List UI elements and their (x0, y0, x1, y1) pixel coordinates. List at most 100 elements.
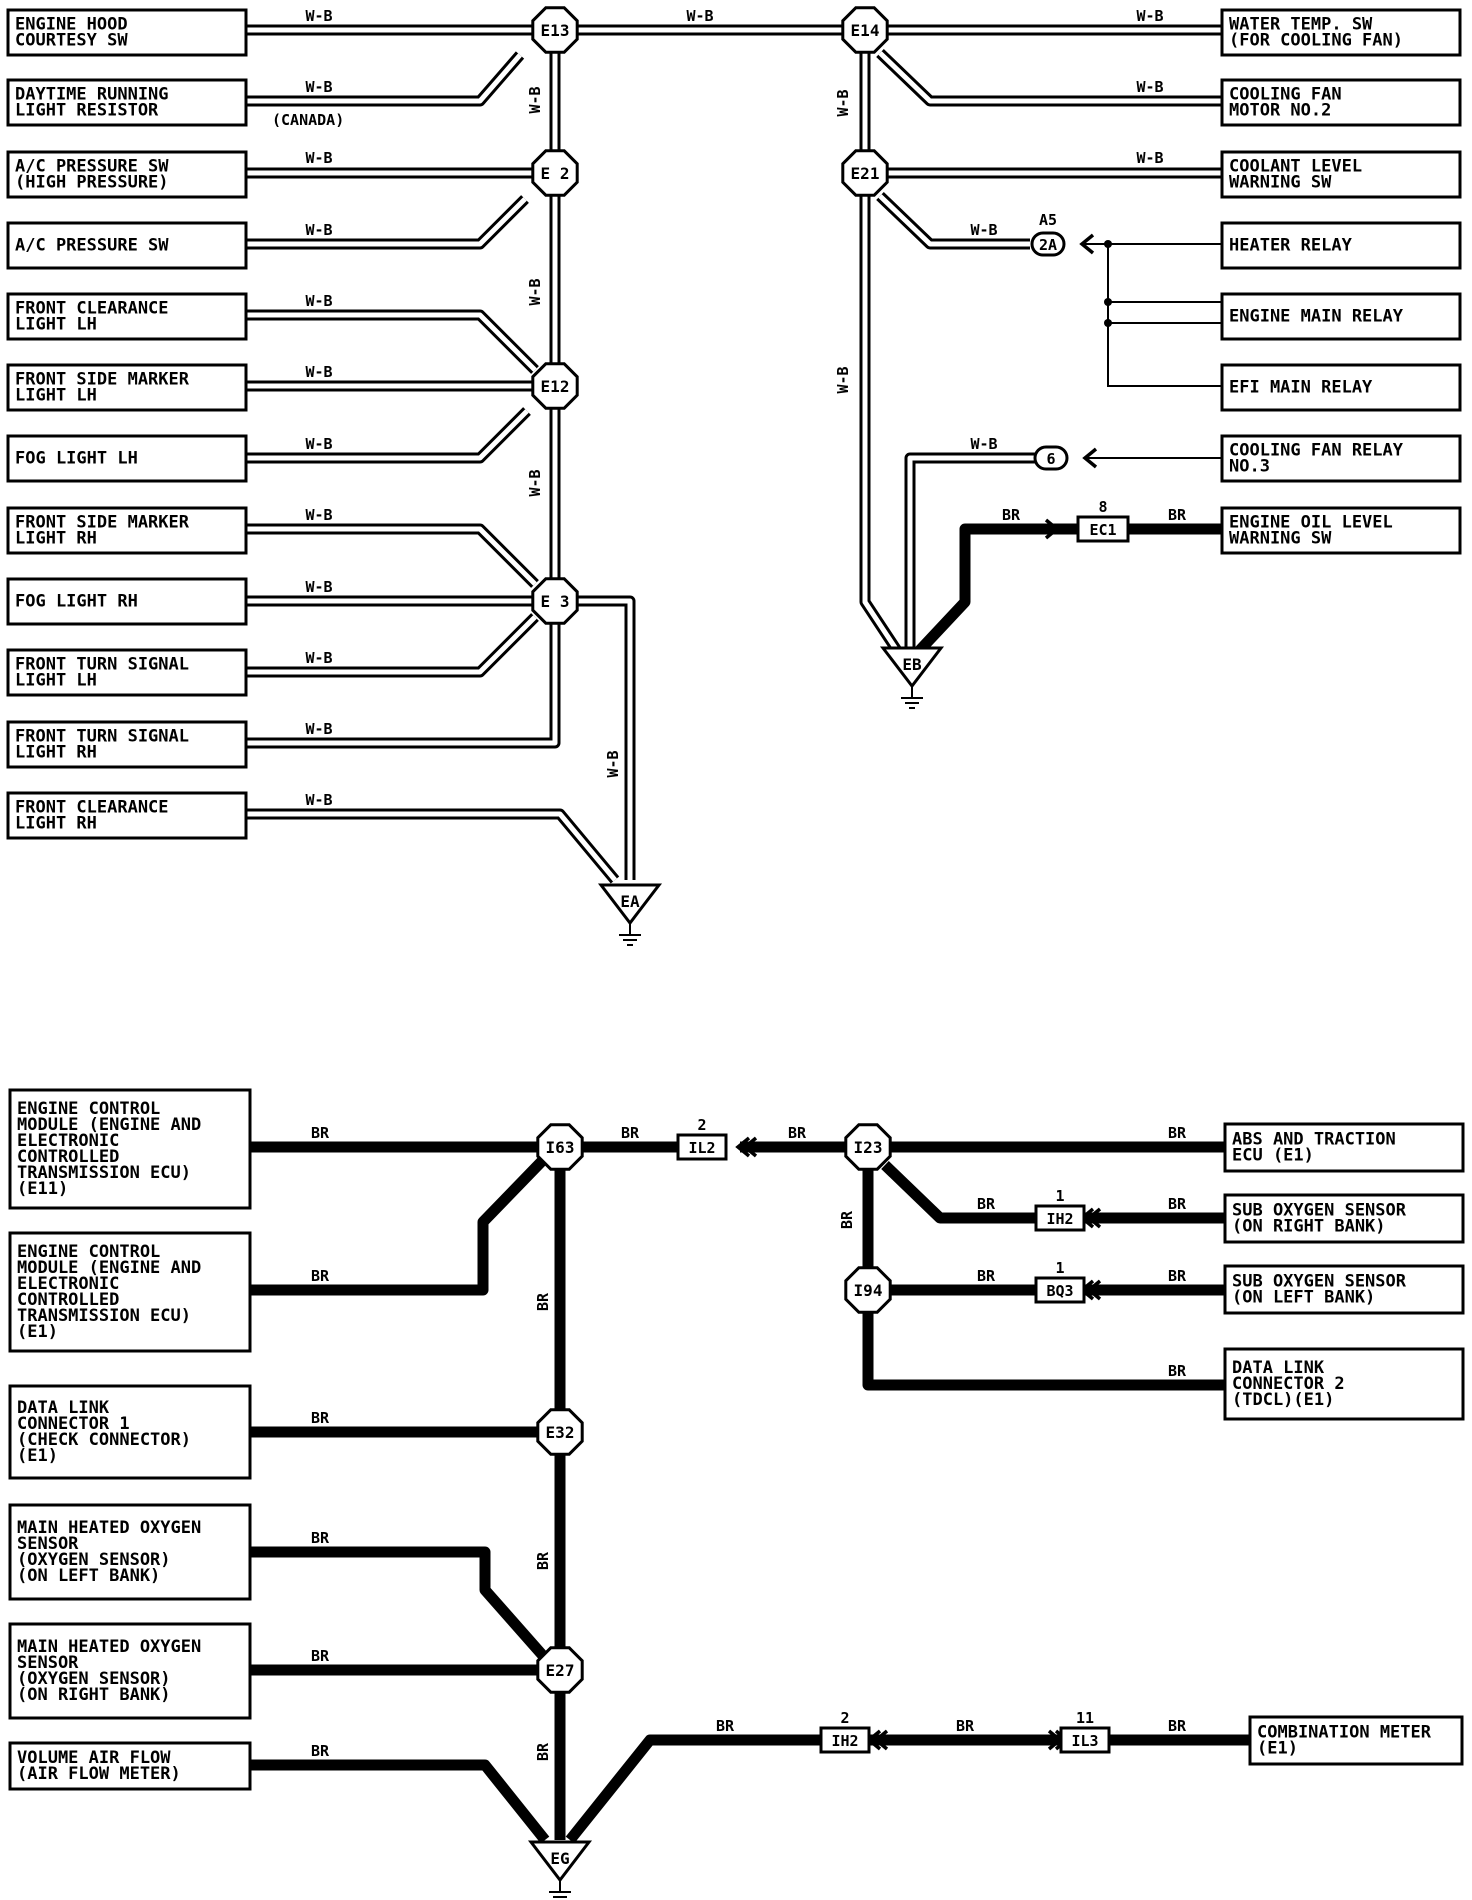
connector-frame (1076, 515, 1130, 543)
wire-line (250, 1546, 550, 1662)
connector-pin-oval: 2A (1030, 231, 1066, 257)
junction-connector: E13 (531, 6, 579, 54)
wire-color-label: W-B (604, 750, 622, 777)
component-frame (8, 1741, 252, 1791)
component-label: CONNECTOR 2 (1232, 1374, 1345, 1394)
wire-outline (859, 173, 905, 659)
wire-outline (904, 452, 1056, 655)
wire-color-label: W-B (1136, 7, 1163, 25)
connector-frame (1059, 1726, 1111, 1754)
wire-color-label: W-B (834, 89, 852, 116)
component-label: CONNECTOR 1 (17, 1414, 130, 1434)
wire-fill (862, 173, 903, 657)
junction-connector: I94 (844, 1266, 892, 1314)
wire-color-label: W-B (305, 791, 332, 809)
wire-color-label: W-B (970, 221, 997, 239)
component-label: (E11) (17, 1179, 68, 1199)
wire-color-label: BR (977, 1195, 996, 1213)
wb-wire: W-B (570, 595, 636, 880)
wb-wire: W-B (865, 149, 1225, 179)
pin-label: 2A (1039, 236, 1057, 254)
wire-fill (246, 811, 617, 882)
component-label: (E1) (17, 1322, 58, 1342)
component-label: (ON LEFT BANK) (1232, 1288, 1375, 1308)
component-frame (6, 221, 248, 270)
wire-color-label: BR (621, 1124, 640, 1142)
component-label: (ON RIGHT BANK) (1232, 1217, 1386, 1237)
junction-shape (841, 6, 889, 54)
junction-connector: I63 (536, 1123, 584, 1171)
component-box: FOG LIGHT LH (6, 434, 248, 483)
component-label: LIGHT LH (15, 315, 97, 335)
wb-wire: W-B (246, 578, 540, 607)
junction-label: I63 (546, 1138, 575, 1157)
connector-pin: 2 (697, 1116, 706, 1134)
junction-label: E 3 (541, 592, 570, 611)
component-label: WARNING SW (1229, 529, 1332, 549)
component-label: MODULE (ENGINE AND (17, 1258, 201, 1278)
component-frame (1223, 1264, 1465, 1315)
component-label: CONTROLLED (17, 1147, 119, 1167)
component-label: DATA LINK (1232, 1358, 1325, 1378)
component-label: FRONT SIDE MARKER (15, 370, 190, 390)
connector-name: A5 (1039, 211, 1057, 229)
component-label: ENGINE HOOD (15, 15, 128, 35)
junction-connector: I23 (844, 1123, 892, 1171)
wb-wire: W-B (246, 292, 539, 374)
component-label: HEATER RELAY (1229, 236, 1353, 256)
br-wire: BR (1085, 1267, 1225, 1296)
component-label: ENGINE CONTROL (17, 1099, 160, 1119)
component-frame (1223, 1122, 1465, 1173)
wire-color-label: BR (311, 1124, 330, 1142)
connector-arrow (1044, 518, 1060, 540)
component-frame (6, 791, 248, 840)
wire-color-label: BR (534, 1292, 552, 1311)
connector-pin: 1 (1055, 1259, 1064, 1277)
wire-color-label: BR (1168, 1124, 1187, 1142)
wb-wire: W-B (865, 7, 1225, 36)
component-frame (1220, 506, 1462, 555)
component-frame (6, 363, 248, 412)
component-box: EFI MAIN RELAY (1220, 363, 1462, 412)
component-label: SENSOR (17, 1653, 79, 1673)
connector-pin: 1 (1055, 1187, 1064, 1205)
component-label: FRONT TURN SIGNAL (15, 727, 189, 747)
wb-wire: W-B (876, 192, 1030, 250)
component-label: COURTESY SW (15, 31, 128, 51)
wb-wire: W-B (246, 613, 539, 678)
ground-triangle (879, 646, 945, 689)
component-label: FRONT TURN SIGNAL (15, 655, 189, 675)
br-wire: BR (250, 1647, 560, 1676)
component-box: HEATER RELAY (1220, 221, 1462, 270)
pin-oval (1030, 231, 1066, 257)
ground-triangle (597, 883, 663, 926)
component-label: MOTOR NO.2 (1229, 101, 1331, 121)
component-frame (1220, 363, 1462, 412)
component-label: LIGHT RH (15, 529, 97, 549)
connector-pin: 2 (840, 1709, 849, 1727)
pin-oval (1033, 445, 1069, 471)
wb-wire: W-B (246, 7, 540, 36)
br-wire: BR (870, 1717, 1060, 1746)
junction-connector: E 2 (531, 149, 579, 197)
relay-feed (1107, 244, 1225, 387)
wire-color-label: W-B (305, 578, 332, 596)
component-box: A/C PRESSURE SW(HIGH PRESSURE) (6, 150, 248, 199)
component-label: (E1) (1257, 1739, 1298, 1759)
ground-point: EB (879, 646, 945, 709)
component-label: ENGINE CONTROL (17, 1242, 160, 1262)
wire-color-label: W-B (526, 469, 544, 496)
component-label: VOLUME AIR FLOW (17, 1748, 171, 1768)
wire-color-label: BR (716, 1717, 735, 1735)
component-label: MODULE (ENGINE AND (17, 1115, 201, 1135)
wire-color-label: BR (534, 1551, 552, 1570)
connector-arrow (1082, 447, 1098, 469)
component-label: ELECTRONIC (17, 1131, 119, 1151)
wire-fill (246, 620, 558, 746)
